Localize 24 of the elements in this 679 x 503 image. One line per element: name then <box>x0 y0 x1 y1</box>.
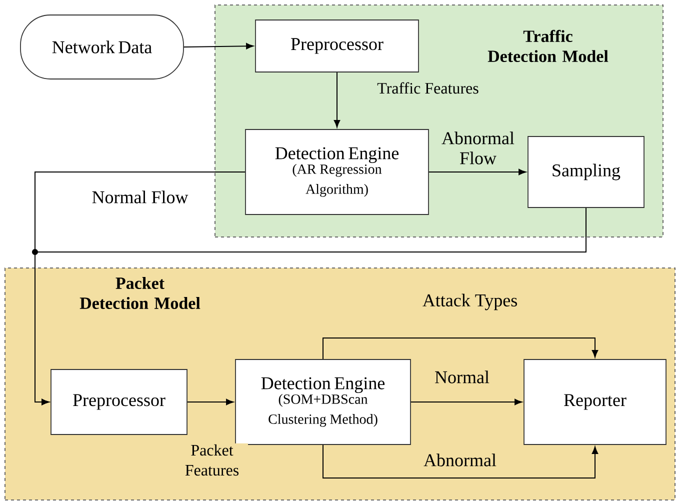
edge-label: Abnormal Flow <box>437 130 519 166</box>
edge-label: Abnormal <box>422 452 498 468</box>
edge-label: Attack Types <box>421 292 519 312</box>
process-box: Detection Engine (AR Regression Algorithm) <box>245 129 429 215</box>
process-box: Preprocessor <box>50 369 188 435</box>
arrow <box>322 338 598 360</box>
process-box: Preprocessor <box>255 20 419 72</box>
arrow <box>410 398 522 406</box>
process-box: Sampling <box>528 136 644 208</box>
terminal-box: Network Data <box>20 14 184 80</box>
edge-label: Packet Features <box>176 443 248 477</box>
arrow <box>186 398 234 406</box>
edge-label: Traffic Features <box>376 81 480 95</box>
group-title: Traffic Detection Model <box>488 30 608 62</box>
group-title: Packet Detection Model <box>80 277 200 309</box>
process-box: Detection Engine (SOM+DBScan Clustering Method) <box>235 359 411 445</box>
arrow <box>428 168 526 176</box>
arrow <box>322 444 598 478</box>
arrow <box>334 72 340 128</box>
arrow <box>183 43 254 50</box>
edge-label: Normal <box>434 370 490 384</box>
arrow <box>34 207 586 406</box>
edge-label: Normal Flow <box>90 190 190 204</box>
process-box: Reporter <box>524 359 666 445</box>
